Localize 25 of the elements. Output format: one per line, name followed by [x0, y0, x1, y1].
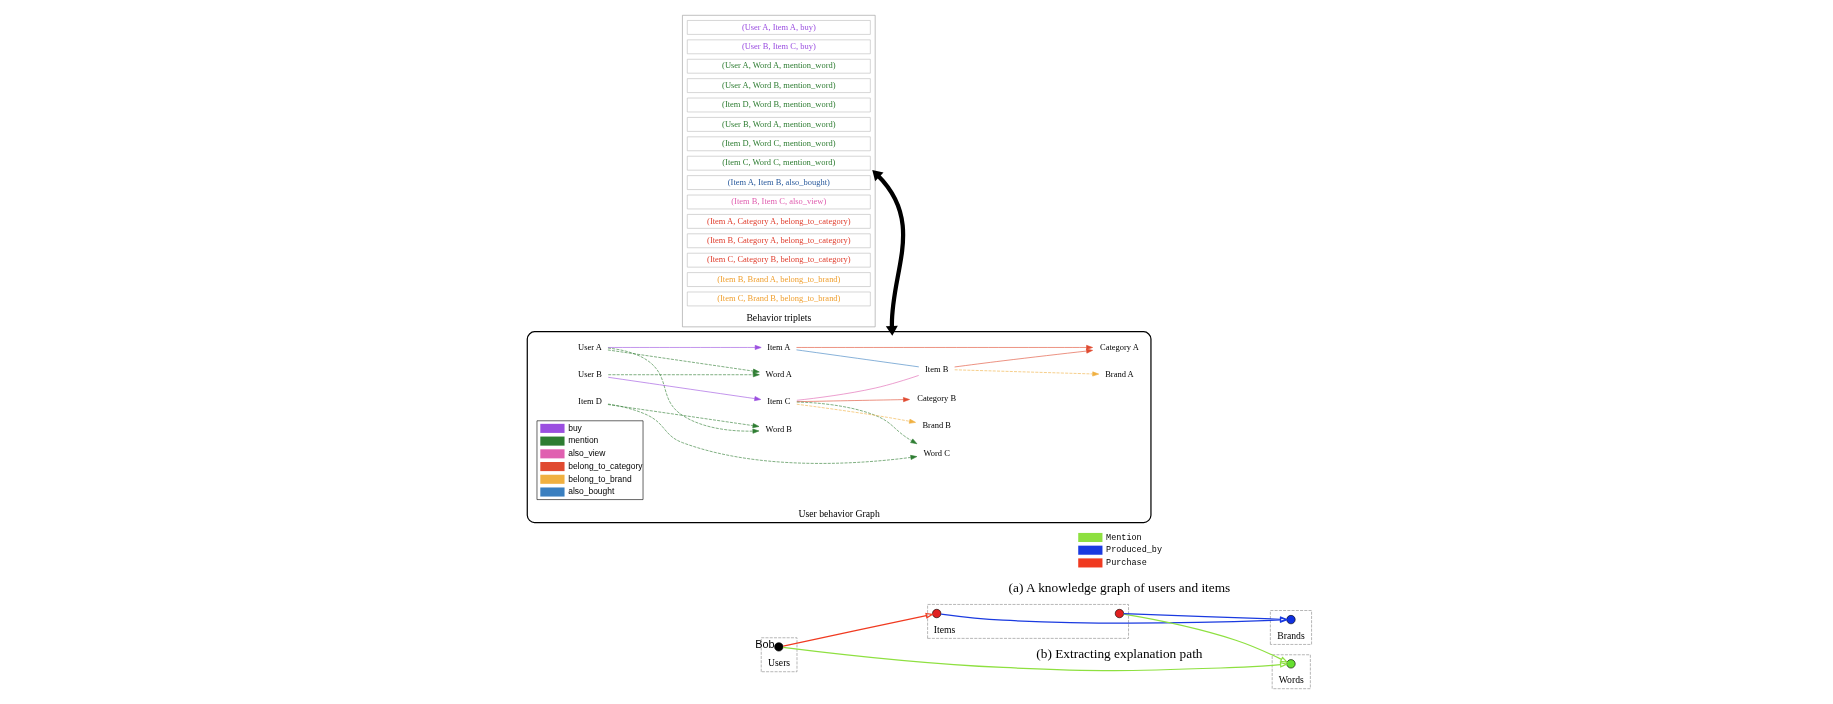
- node-text: User A: [577, 341, 602, 352]
- node-label: Bob: [754, 637, 775, 650]
- legend-label: also_view: [567, 448, 605, 459]
- legend-label: Produced_by: [1105, 545, 1162, 556]
- label: (a) A knowledge graph of users and items: [1008, 580, 1230, 596]
- legend-label: mention: [567, 435, 598, 446]
- node-text: User B: [577, 368, 602, 379]
- node-text: Word B: [765, 423, 792, 434]
- legend-label: belong_to_brand: [567, 473, 632, 484]
- node-text: Item B: [924, 363, 948, 374]
- legend-label: belong_to_category: [567, 460, 643, 471]
- node-text: Word C: [923, 447, 950, 458]
- node-text: Category B: [916, 393, 956, 404]
- legend-label: buy: [567, 422, 582, 433]
- label: (b) Extracting explanation path: [1035, 645, 1203, 661]
- node-text: Item D: [577, 396, 602, 407]
- node-text: Category A: [1099, 341, 1139, 352]
- legend-label: also_bought: [567, 486, 614, 497]
- legend-label: Mention: [1105, 532, 1142, 543]
- node-text: Item A: [766, 341, 790, 352]
- node-text: Brand B: [921, 420, 951, 431]
- node-text: Item C: [766, 396, 790, 407]
- node-text: Brand A: [1104, 368, 1134, 379]
- node-text: Word A: [765, 368, 792, 379]
- legend-label: Purchase: [1105, 558, 1147, 569]
